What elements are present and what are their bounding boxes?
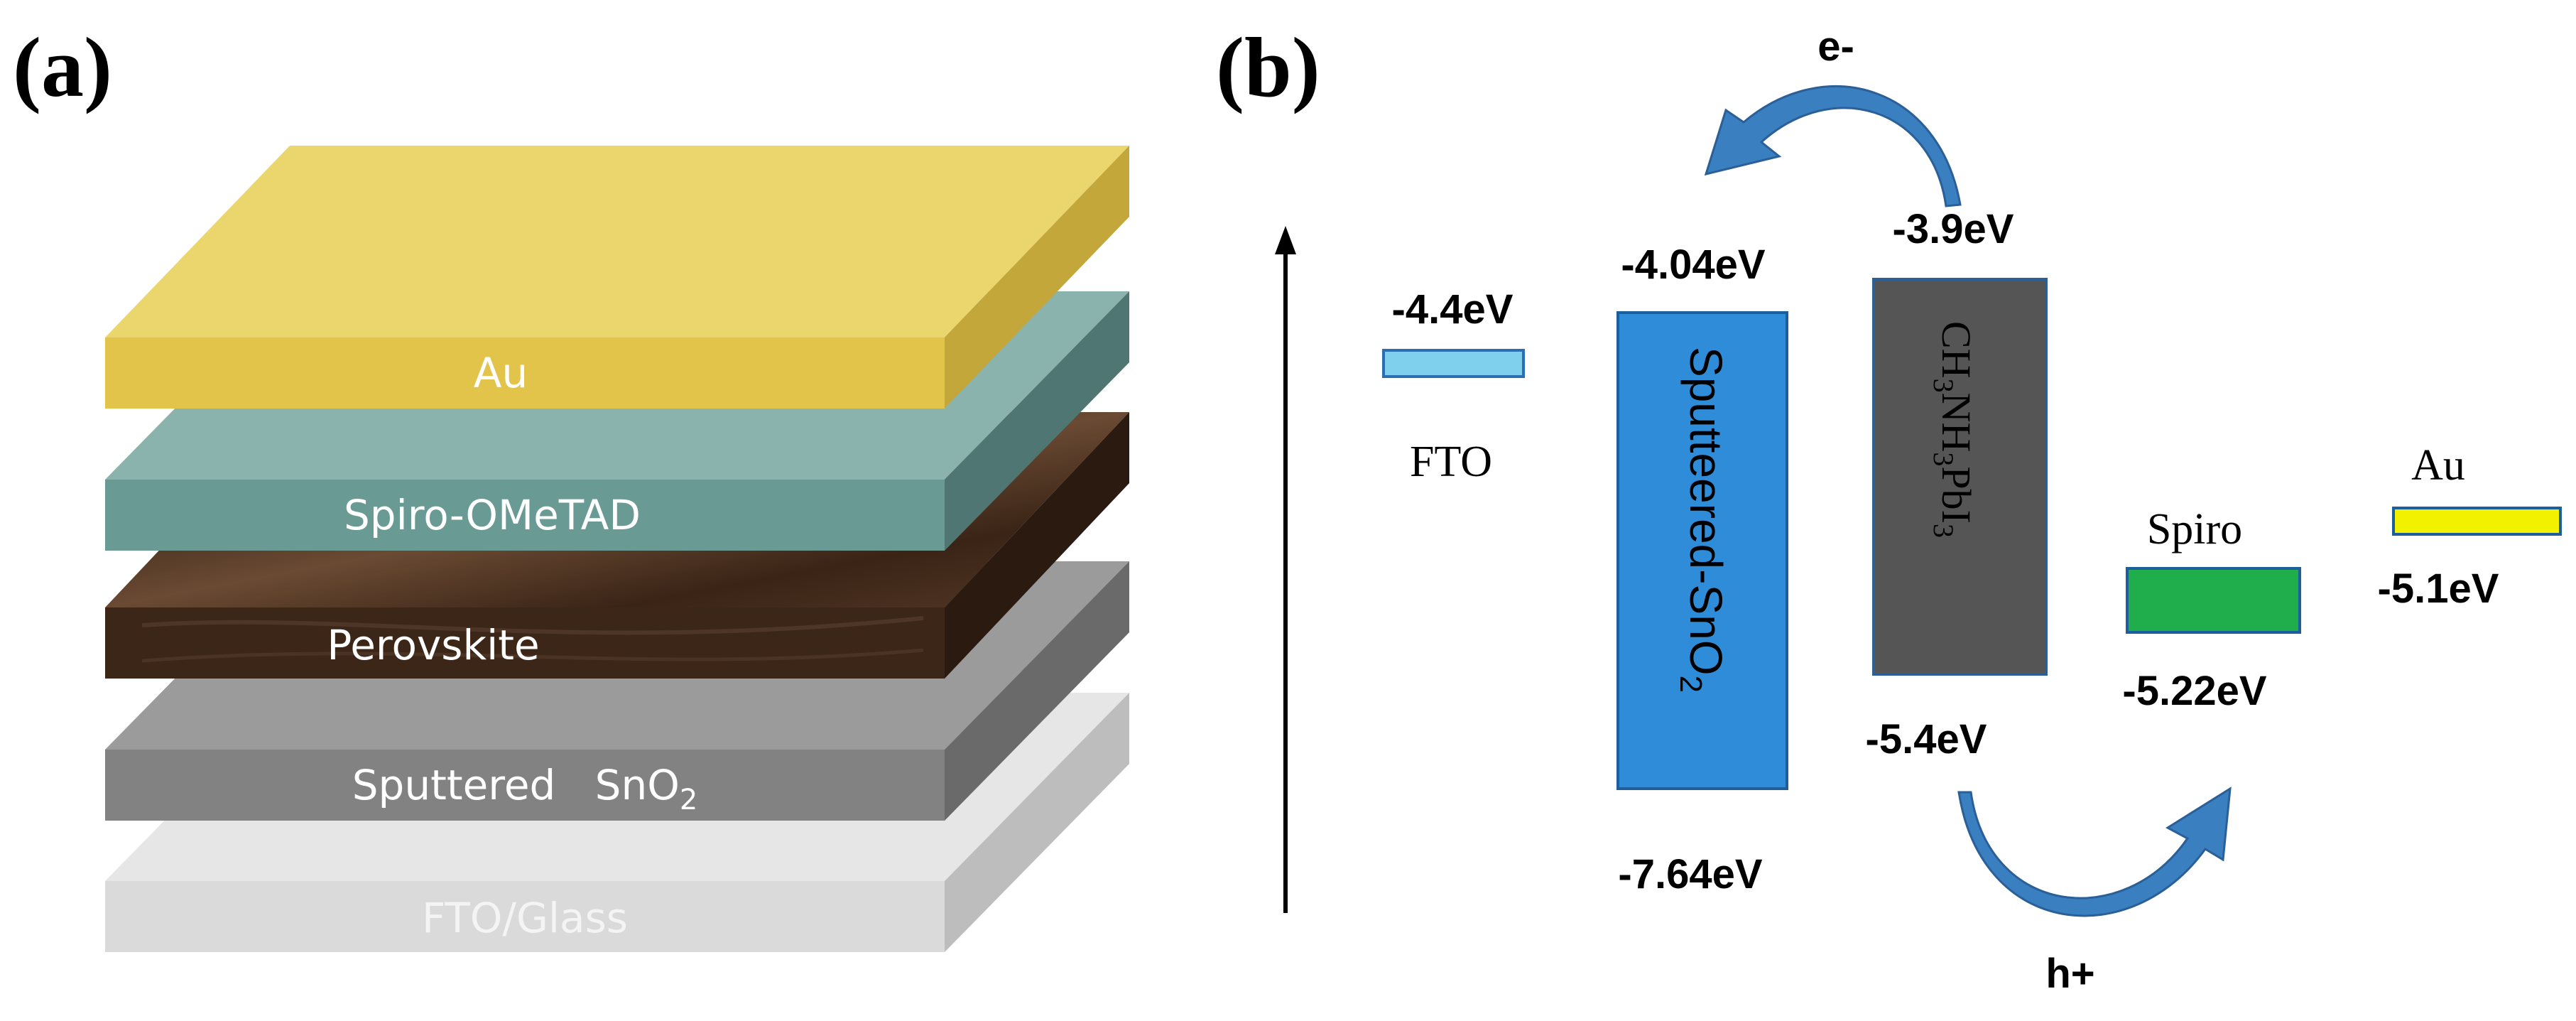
hole-arrow: h+ bbox=[1957, 787, 2232, 997]
electron-label: e- bbox=[1817, 23, 1854, 70]
perovskite-top-value: -3.9eV bbox=[1893, 206, 2014, 252]
energy-axis-arrow bbox=[1275, 226, 1296, 913]
fto-level: -4.4eV FTO bbox=[1382, 286, 1525, 486]
electron-arrow: e- bbox=[1704, 23, 1962, 207]
perovskite-band bbox=[1872, 278, 2048, 676]
spiro-level-value: -5.22eV bbox=[2122, 668, 2266, 714]
formula-sub-3: 3 bbox=[1928, 524, 1960, 538]
panel-b: (b) -4.4eV FTO -4.04eV Sputteered-SnO2 -… bbox=[1216, 20, 2562, 997]
spiro-level: Spiro -5.22eV bbox=[2122, 505, 2301, 714]
spiro-band bbox=[2126, 567, 2301, 634]
layer-sno2-label: Sputtered SnO2 bbox=[352, 761, 698, 816]
formula-sub-2: 3 bbox=[1928, 452, 1960, 466]
layer-au-label: Au bbox=[474, 349, 528, 397]
layer-sno2-label-main: Sputtered SnO bbox=[352, 761, 680, 809]
fto-band bbox=[1382, 349, 1525, 378]
hole-label: h+ bbox=[2045, 951, 2094, 997]
fto-name: FTO bbox=[1410, 438, 1492, 486]
formula-ch: CH bbox=[1933, 321, 1979, 379]
au-level-value: -5.1eV bbox=[2378, 566, 2499, 612]
layer-spiro-label: Spiro-OMeTAD bbox=[344, 491, 641, 539]
formula-pbi: PbI bbox=[1933, 466, 1979, 524]
perovskite-bottom-value: -5.4eV bbox=[1866, 716, 1987, 762]
panel-a: (a) FTO/Glass Sputtered SnO2 Perovskite bbox=[13, 20, 1129, 952]
layer-au: Au bbox=[105, 146, 1129, 409]
au-band bbox=[2392, 507, 2562, 536]
sno2-band-label-sub: 2 bbox=[1673, 676, 1708, 693]
formula-sub-1: 3 bbox=[1928, 379, 1960, 393]
sno2-bottom-value: -7.64eV bbox=[1618, 851, 1762, 897]
panel-a-label: (a) bbox=[13, 20, 112, 114]
layer-sno2-label-sub: 2 bbox=[680, 784, 697, 816]
sno2-top-value: -4.04eV bbox=[1621, 242, 1765, 288]
perovskite-band-label: CH3NH3PbI3 bbox=[1928, 321, 1979, 538]
formula-nh: NH bbox=[1933, 393, 1979, 453]
spiro-name: Spiro bbox=[2147, 505, 2242, 553]
sno2-band bbox=[1616, 311, 1788, 790]
sno2-band-label: Sputteered-SnO2 bbox=[1673, 347, 1732, 693]
layer-fto-glass-label: FTO/Glass bbox=[422, 894, 628, 942]
layer-perovskite-label: Perovskite bbox=[327, 621, 539, 669]
panel-b-label: (b) bbox=[1216, 20, 1320, 114]
au-name: Au bbox=[2411, 441, 2465, 490]
au-level: Au -5.1eV bbox=[2378, 441, 2562, 612]
sno2-band-label-main: Sputteered-SnO bbox=[1680, 347, 1732, 676]
fto-level-value: -4.4eV bbox=[1392, 286, 1513, 333]
perovskite-band-group: -3.9eV CH3NH3PbI3 -5.4eV bbox=[1866, 206, 2048, 762]
sno2-band-group: -4.04eV Sputteered-SnO2 -7.64eV bbox=[1616, 242, 1788, 897]
